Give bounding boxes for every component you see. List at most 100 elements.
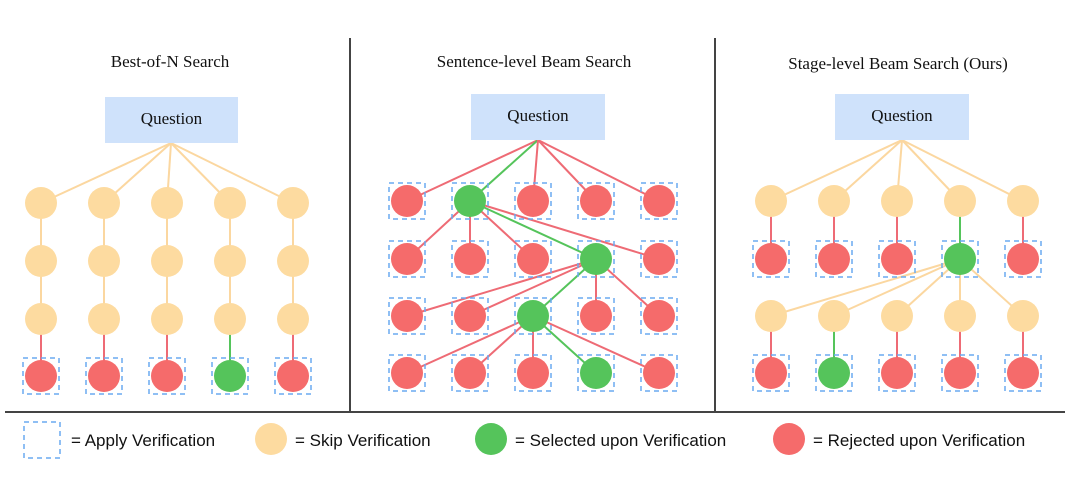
sentence-level-verification-box [640, 240, 678, 278]
sentence-level-edge-rejected [406, 315, 534, 374]
nodes [22, 182, 1042, 395]
sentence-level-edge-rejected [532, 315, 660, 374]
question-label-best-of-n: Question [141, 109, 203, 128]
stage-level-node-rejected [881, 243, 913, 275]
sentence-level-node-rejected [643, 243, 675, 275]
sentence-level-node-rejected [517, 243, 549, 275]
best-of-n-node-skip [214, 245, 246, 277]
panel-title-sentence-level: Sentence-level Beam Search [437, 52, 632, 71]
sentence-level-node-rejected [643, 300, 675, 332]
best-of-n-node-skip [277, 245, 309, 277]
best-of-n-node-skip [88, 303, 120, 335]
sentence-level-node-rejected [580, 185, 612, 217]
sentence-level-verification-box [388, 182, 426, 220]
sentence-level-node-rejected [643, 185, 675, 217]
sentence-level-verification-box [514, 297, 552, 335]
sentence-level-verification-box [388, 297, 426, 335]
best-of-n-node-rejected [277, 360, 309, 392]
legend-apply-verification-icon [23, 421, 61, 459]
best-of-n-verification-box [274, 357, 312, 395]
stage-level-node-rejected [881, 357, 913, 389]
sentence-level-edge-rejected [406, 258, 597, 317]
stage-level-verification-box [752, 354, 790, 392]
stage-level-verification-box [815, 354, 853, 392]
best-of-n-node-skip [151, 303, 183, 335]
stage-level-node-skip [944, 185, 976, 217]
sentence-level-verification-box [451, 354, 489, 392]
stage-level-node-rejected [944, 357, 976, 389]
sentence-level-verification-box [514, 354, 552, 392]
stage-level-node-rejected [755, 243, 787, 275]
stage-level-edge-skip [770, 258, 961, 317]
stage-level-node-skip [755, 185, 787, 217]
stage-level-verification-box [752, 240, 790, 278]
panel-title-best-of-n: Best-of-N Search [111, 52, 230, 71]
sentence-level-verification-box [388, 354, 426, 392]
best-of-n-node-skip [25, 303, 57, 335]
best-of-n-node-rejected [88, 360, 120, 392]
best-of-n-node-skip [214, 303, 246, 335]
legend-skip-verification-icon [255, 423, 287, 455]
sentence-level-edge-selected [469, 200, 597, 260]
stage-level-node-rejected [755, 357, 787, 389]
sentence-level-node-rejected [454, 357, 486, 389]
best-of-n-node-skip [88, 187, 120, 219]
stage-level-node-skip [818, 185, 850, 217]
sentence-level-verification-box [514, 240, 552, 278]
best-of-n-node-skip [25, 187, 57, 219]
stage-level-verification-box [878, 240, 916, 278]
sentence-level-verification-box [577, 354, 615, 392]
stage-level-node-rejected [1007, 243, 1039, 275]
best-of-n-verification-box [211, 357, 249, 395]
panel-title-stage-level: Stage-level Beam Search (Ours) [788, 54, 1008, 73]
sentence-level-node-selected [580, 357, 612, 389]
stage-level-verification-box [941, 240, 979, 278]
sentence-level-question-edge-rejected [406, 139, 539, 202]
question-label-sentence-level: Question [507, 106, 569, 125]
sentence-level-verification-box [388, 240, 426, 278]
sentence-level-edge-rejected [469, 200, 660, 260]
legend-skip-verification-label: = Skip Verification [295, 431, 431, 450]
question-boxes: Question Question Question [105, 94, 969, 143]
sentence-level-verification-box [640, 354, 678, 392]
question-box-best-of-n [105, 97, 238, 143]
stage-level-verification-box [1004, 354, 1042, 392]
sentence-level-node-rejected [580, 300, 612, 332]
sentence-level-verification-box [577, 182, 615, 220]
best-of-n-question-edge-skip [40, 142, 172, 204]
stage-level-node-skip [1007, 300, 1039, 332]
question-box-sentence-level [471, 94, 605, 140]
sentence-level-node-rejected [391, 357, 423, 389]
stage-level-node-selected [818, 357, 850, 389]
best-of-n-node-skip [25, 245, 57, 277]
sentence-level-verification-box [640, 182, 678, 220]
legend: = Apply Verification = Skip Verification… [23, 421, 1025, 459]
best-of-n-verification-box [22, 357, 60, 395]
legend-selected-label: = Selected upon Verification [515, 431, 726, 450]
stage-level-node-skip [881, 185, 913, 217]
sentence-level-node-rejected [391, 300, 423, 332]
best-of-n-node-skip [277, 303, 309, 335]
sentence-level-question-edge-rejected [537, 139, 660, 202]
sentence-level-verification-box [451, 182, 489, 220]
sentence-level-edge-rejected [469, 258, 597, 317]
sentence-level-verification-box [451, 240, 489, 278]
sentence-level-node-rejected [454, 300, 486, 332]
sentence-level-verification-box [514, 182, 552, 220]
legend-apply-verification-label: = Apply Verification [71, 431, 215, 450]
sentence-level-verification-box [577, 297, 615, 335]
stage-level-node-selected [944, 243, 976, 275]
stage-level-node-skip [818, 300, 850, 332]
best-of-n-question-edge-skip [170, 142, 294, 204]
sentence-level-node-rejected [517, 185, 549, 217]
legend-rejected-label: = Rejected upon Verification [813, 431, 1025, 450]
stage-level-verification-box [878, 354, 916, 392]
stage-level-edge-skip [833, 258, 961, 317]
question-label-stage-level: Question [871, 106, 933, 125]
best-of-n-node-skip [88, 245, 120, 277]
stage-level-node-skip [944, 300, 976, 332]
best-of-n-verification-box [85, 357, 123, 395]
stage-level-node-skip [1007, 185, 1039, 217]
sentence-level-node-selected [454, 185, 486, 217]
